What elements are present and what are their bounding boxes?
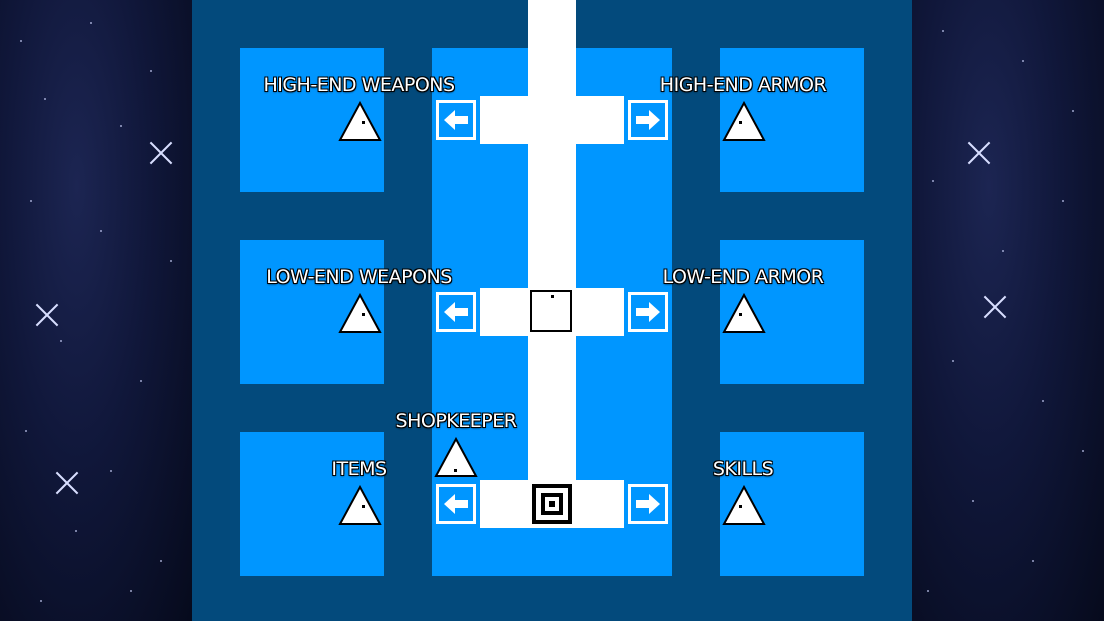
label-high-end-weapons: HIGH-END WEAPONS (263, 74, 455, 96)
door-right-skills[interactable] (628, 484, 668, 524)
label-shopkeeper: SHOPKEEPER (395, 410, 517, 432)
label-items: ITEMS (331, 458, 387, 480)
door-right-low-end-armor[interactable] (628, 292, 668, 332)
label-low-end-weapons: LOW-END WEAPONS (266, 266, 452, 288)
arrow-right-icon (636, 110, 660, 130)
arrow-left-icon (444, 494, 468, 514)
space-background-left (0, 0, 192, 621)
door-left-items[interactable] (436, 484, 476, 524)
player-square-icon (530, 290, 572, 332)
door-right-high-end-armor[interactable] (628, 100, 668, 140)
npc-low-end-weapons-icon[interactable] (338, 293, 382, 333)
door-left-low-end-weapons[interactable] (436, 292, 476, 332)
goal-target-icon[interactable] (532, 484, 572, 524)
arrow-right-icon (636, 302, 660, 322)
star-sparkle-icon (964, 138, 994, 168)
npc-high-end-weapons-icon[interactable] (338, 101, 382, 141)
star-sparkle-icon (980, 292, 1010, 322)
arrow-right-icon (636, 494, 660, 514)
label-high-end-armor: HIGH-END ARMOR (659, 74, 827, 96)
arrow-left-icon (444, 302, 468, 322)
star-sparkle-icon (52, 468, 82, 498)
star-sparkle-icon (32, 300, 62, 330)
label-low-end-armor: LOW-END ARMOR (662, 266, 824, 288)
arrow-left-icon (444, 110, 468, 130)
npc-low-end-armor-icon[interactable] (722, 293, 766, 333)
star-sparkle-icon (146, 138, 176, 168)
corridor-top (480, 96, 624, 144)
npc-items-icon[interactable] (338, 485, 382, 525)
vertical-corridor (528, 0, 576, 528)
npc-high-end-armor-icon[interactable] (722, 101, 766, 141)
door-left-high-end-weapons[interactable] (436, 100, 476, 140)
npc-shopkeeper-icon[interactable] (434, 437, 478, 477)
npc-skills-icon[interactable] (722, 485, 766, 525)
space-background-right (912, 0, 1104, 621)
label-skills: SKILLS (712, 458, 774, 480)
game-board: HIGH-END WEAPONS HIGH-END ARMOR LOW-END … (192, 0, 912, 621)
